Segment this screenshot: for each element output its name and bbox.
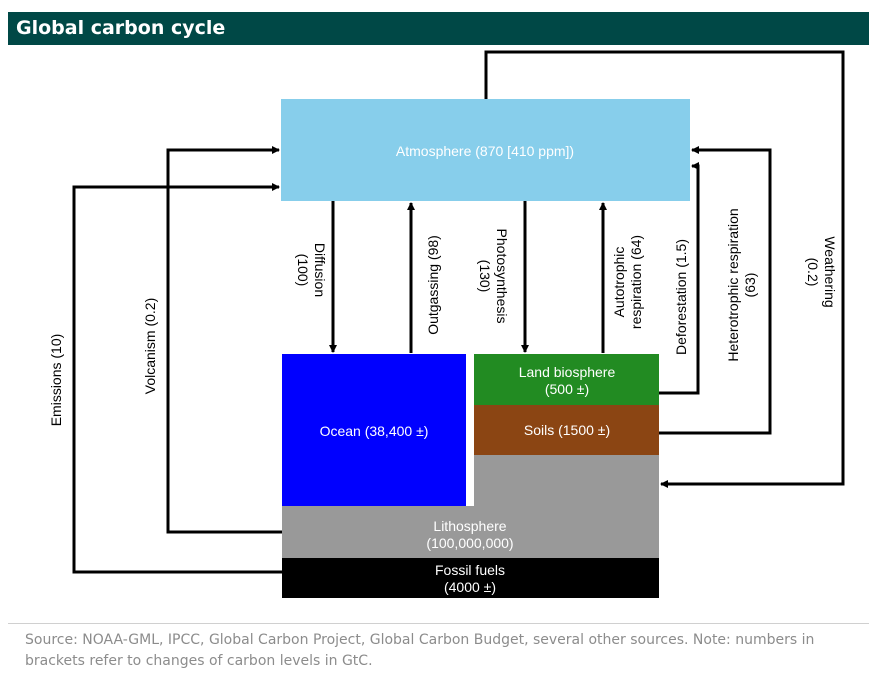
- heterotrophic-respiration-arrow: [659, 146, 772, 435]
- emissions-arrow: [72, 183, 282, 574]
- source-note: Source: NOAA-GML, IPCC, Global Carbon Pr…: [25, 632, 815, 669]
- heterotrophic-label: Heterotrophic respiration: [725, 208, 741, 361]
- photosynthesis-value: (130): [477, 260, 493, 293]
- emissions-label: Emissions (10): [48, 334, 64, 427]
- weathering-arrow: [484, 50, 845, 488]
- heterotrophic-value: (63): [742, 273, 758, 298]
- land-biosphere-value: (500 ±): [545, 381, 589, 397]
- photosynthesis-label: Photosynthesis: [494, 229, 510, 324]
- fossil-fuels-value: (4000 ±): [444, 579, 496, 595]
- fossil-fuels-box: [282, 558, 659, 598]
- diffusion-value: (100): [295, 254, 311, 287]
- title-bar: Global carbon cycle: [8, 12, 869, 45]
- deforestation-label: Deforestation (1.5): [673, 239, 689, 355]
- autotrophic-value: respiration (64): [628, 235, 644, 329]
- land-biosphere-box: [474, 354, 659, 405]
- atmosphere-box: [281, 99, 690, 201]
- autotrophic-label: Autotrophic: [611, 247, 627, 318]
- ocean-label: Ocean (38,400 ±): [320, 423, 429, 439]
- land-biosphere-label: Land biosphere: [519, 364, 616, 380]
- page-title: Global carbon cycle: [16, 17, 226, 39]
- lithosphere-label: Lithosphere: [433, 518, 506, 534]
- deforestation-arrow: [659, 162, 700, 395]
- lithosphere-box: [282, 455, 659, 558]
- source-divider: [8, 623, 869, 624]
- weathering-label: Weathering: [822, 236, 838, 307]
- fossil-fuels-label: Fossil fuels: [435, 562, 505, 578]
- ocean-box: [282, 354, 466, 506]
- soils-label: Soils (1500 ±): [524, 422, 610, 438]
- volcanism-label: Volcanism (0.2): [142, 298, 158, 394]
- volcanism-arrow: [166, 146, 282, 534]
- atmosphere-label: Atmosphere (870 [410 ppm]): [396, 143, 574, 159]
- diffusion-label: Diffusion: [312, 243, 328, 297]
- weathering-value: (0.2): [805, 258, 821, 287]
- soils-box: [474, 405, 659, 455]
- lithosphere-value: (100,000,000): [426, 535, 513, 551]
- carbon-cycle-diagram: Atmosphere (870 [410 ppm]) Ocean (38,400…: [48, 50, 845, 598]
- outgassing-label: Outgassing (98): [425, 235, 441, 335]
